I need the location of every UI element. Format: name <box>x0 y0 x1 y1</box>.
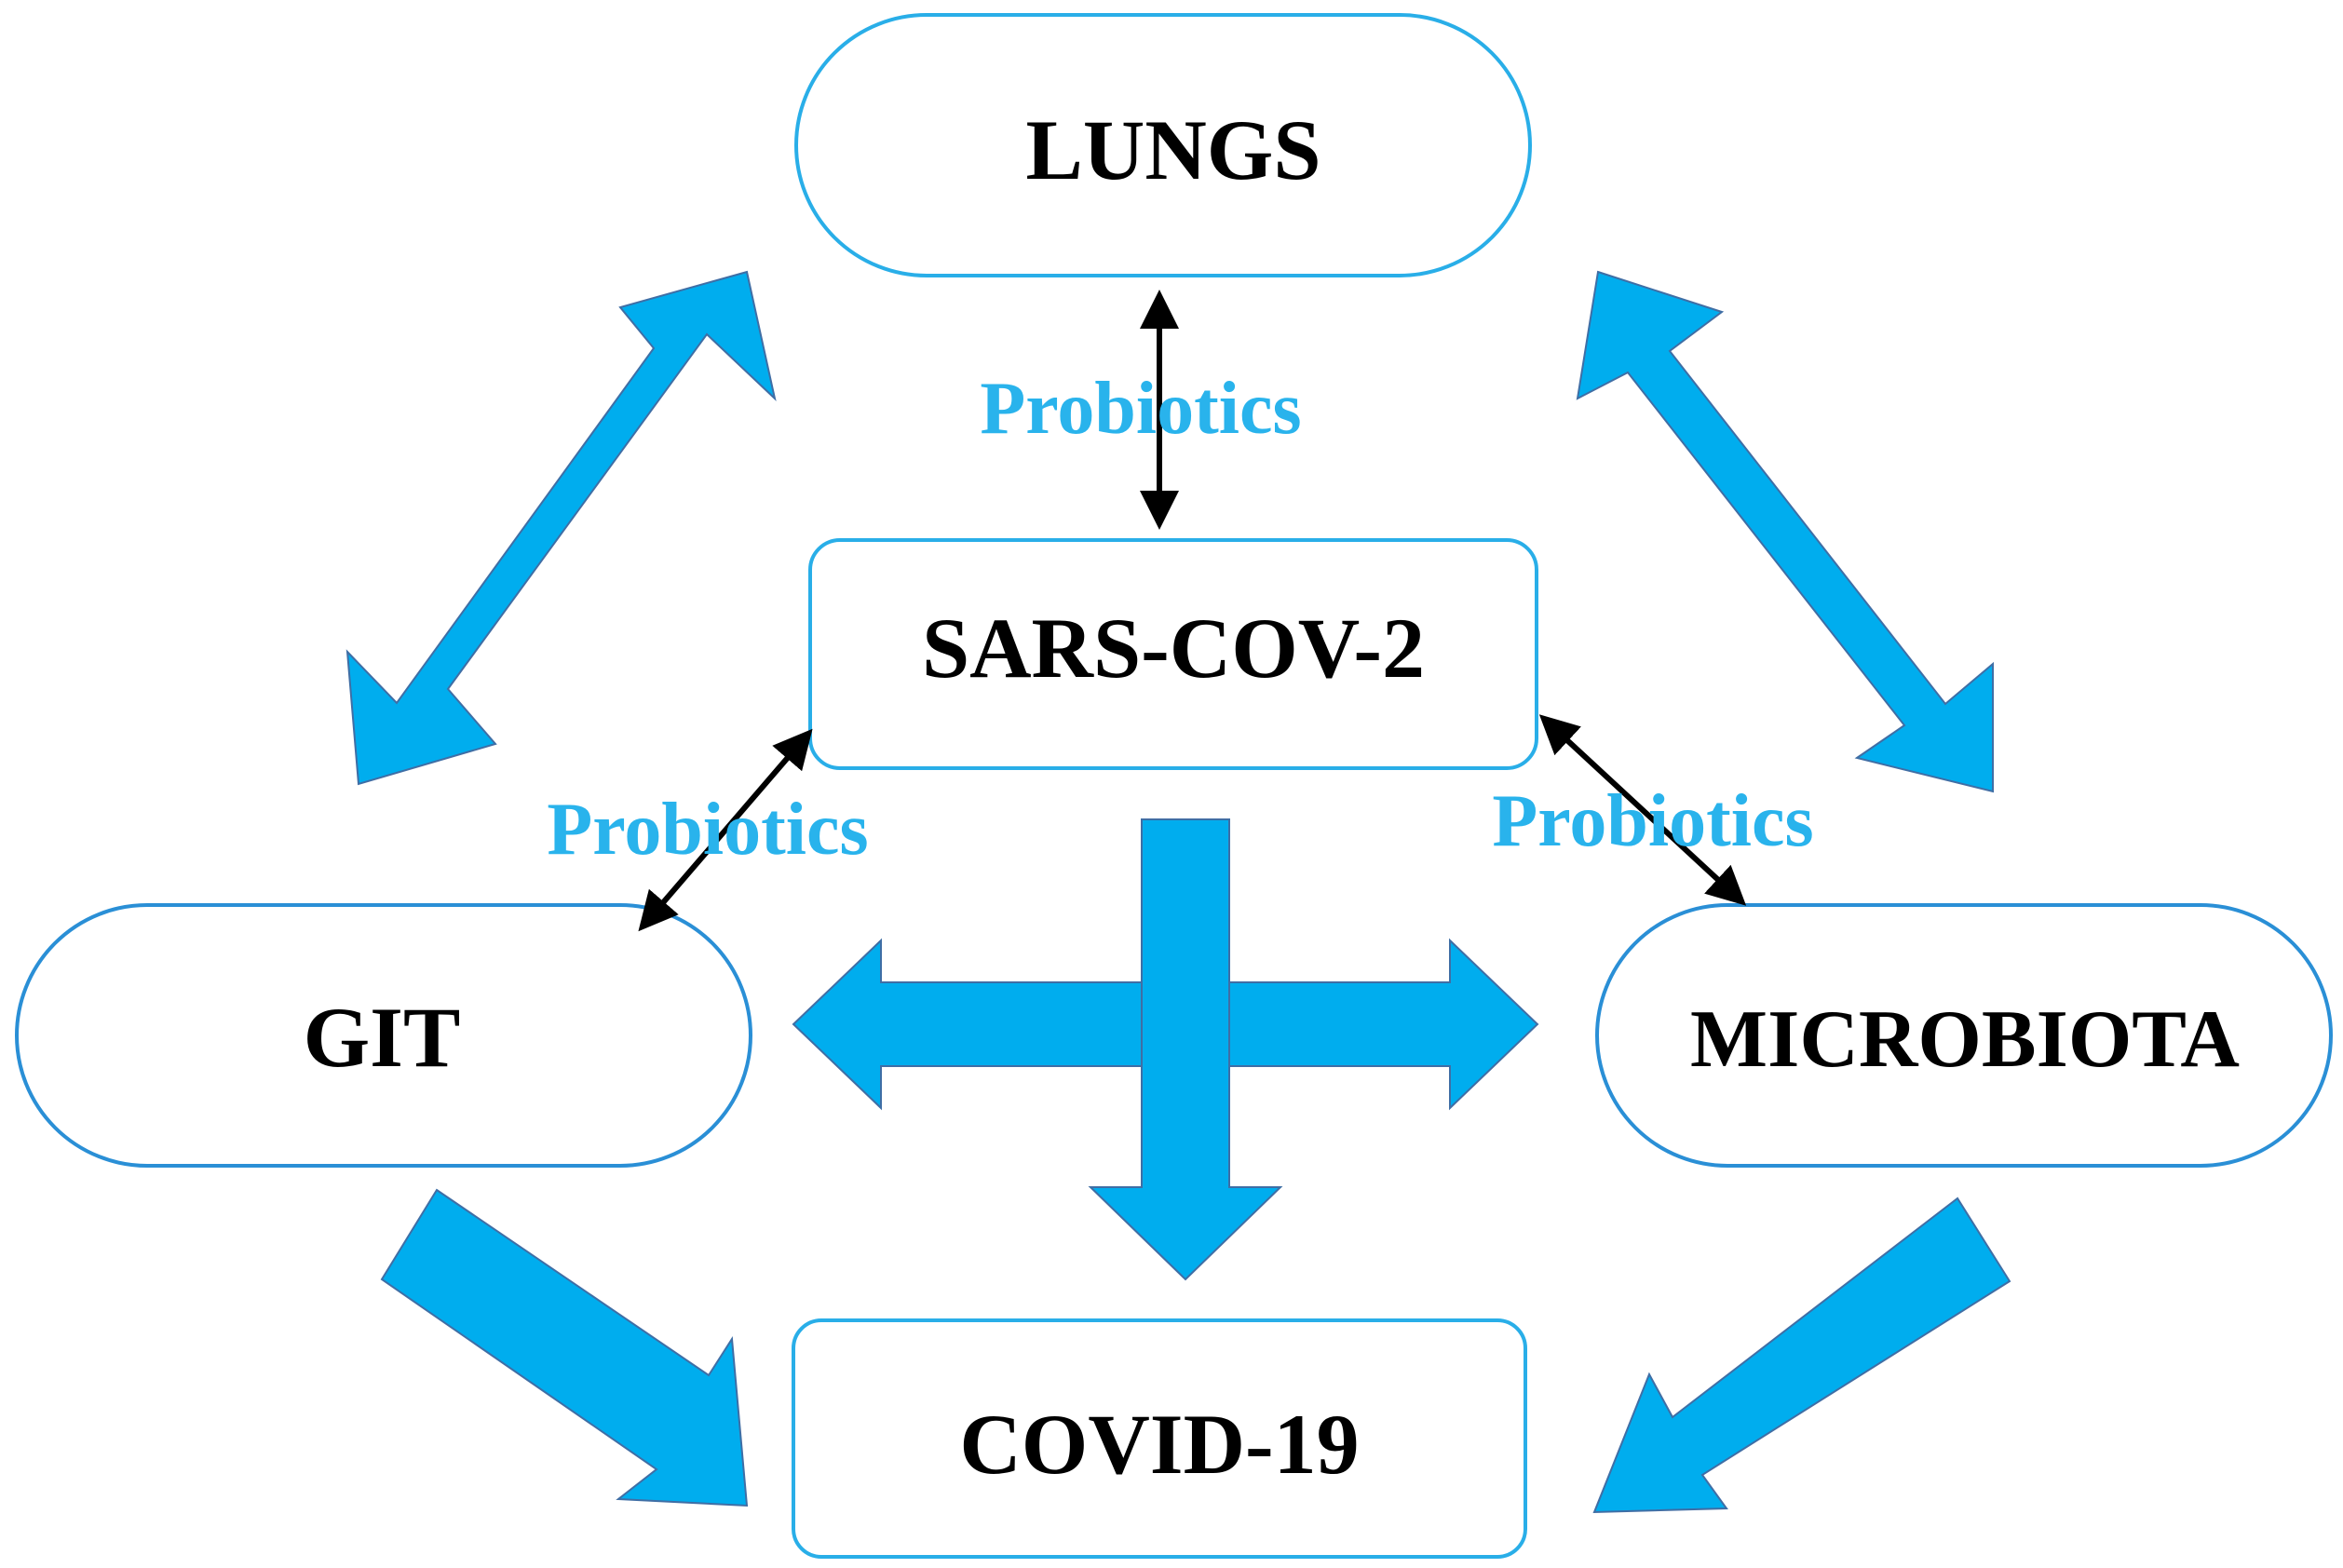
git-label: GIT <box>304 990 461 1085</box>
probiotics-label-left: Probiotics <box>547 789 868 871</box>
microbiota-box <box>1595 903 2333 1168</box>
lungs-label: LUNGS <box>1026 102 1321 197</box>
lungs-git-double-arrow <box>345 270 777 786</box>
git-to-covid-arrow <box>380 1188 749 1507</box>
covid-19-box <box>792 1318 1527 1559</box>
lungs-box <box>794 13 1532 277</box>
probiotics-label-right: Probiotics <box>1492 780 1813 862</box>
probiotics-label-top: Probiotics <box>980 368 1301 450</box>
git-box <box>15 903 752 1168</box>
microbiota-to-covid-arrow <box>1592 1196 2011 1514</box>
sars-cov-2-box <box>808 538 1538 770</box>
sars-to-covid-arrow <box>1088 818 1283 1281</box>
sars-cov-2-label: SARS-COV-2 <box>922 601 1425 696</box>
lungs-microbiota-double-arrow <box>1576 270 1994 793</box>
microbiota-label: MICROBIOTA <box>1690 994 2240 1085</box>
sars-microbiota-connector <box>1538 714 1747 906</box>
covid-19-label: COVID-19 <box>959 1397 1359 1492</box>
sars-git-connector <box>638 728 813 932</box>
